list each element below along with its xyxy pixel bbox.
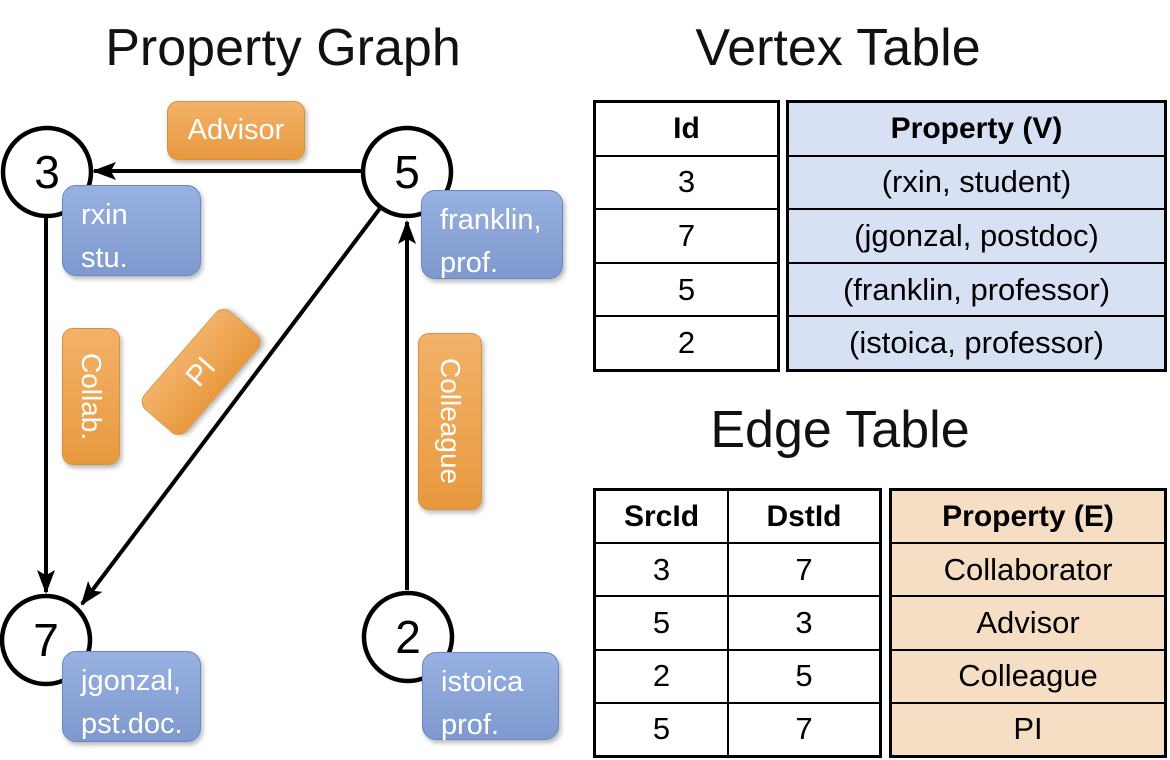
- graph-title: Property Graph: [105, 19, 461, 77]
- vertex-table-header-property: Property (V): [890, 111, 1063, 145]
- node-label-5-line2: prof.: [440, 247, 499, 279]
- node-label-5: franklin, prof.: [421, 190, 563, 279]
- edge-table-row: 3 7: [596, 542, 879, 596]
- vertex-id-5: 5: [394, 146, 420, 198]
- edge-table-header-srcid: SrcId: [596, 491, 729, 543]
- edge-table-row: 5 3: [596, 595, 879, 649]
- edge-label-advisor: Advisor: [167, 101, 305, 160]
- edge-pi-5-to-7: [80, 205, 383, 606]
- node-label-2: istoica prof.: [422, 652, 559, 741]
- vertex-id-2: 2: [395, 611, 421, 663]
- node-label-7-line1: jgonzal,: [81, 665, 181, 697]
- vertex-table-id-column: Id 3 7 5 2: [593, 100, 780, 372]
- edge-table-srcid-cell: 5: [596, 703, 729, 756]
- vertex-id-3: 3: [34, 146, 60, 198]
- edge-table-dstid-cell: 7: [795, 551, 813, 587]
- edge-table-ids-columns: SrcId DstId 3 7 5 3 2 5 5 7: [593, 488, 882, 758]
- edge-table-srcid-cell: 5: [596, 597, 729, 649]
- node-label-3-line1: rxin: [81, 199, 128, 231]
- edge-table-property-cell: Colleague: [892, 648, 1164, 702]
- edge-table-title: Edge Table: [710, 401, 970, 459]
- vertex-table-property-cell: (istoica, professor): [789, 315, 1164, 369]
- edge-table-header-property: Property (E): [942, 499, 1114, 533]
- edge-label-colleague: Colleague: [418, 333, 482, 510]
- node-label-7: jgonzal, pst.doc.: [62, 651, 201, 742]
- node-label-3-line2: stu.: [81, 242, 128, 274]
- edge-table-row: 2 5: [596, 648, 879, 702]
- vertex-table-property-cell: (jgonzal, postdoc): [789, 208, 1164, 262]
- vertex-id-7: 7: [33, 614, 59, 666]
- vertex-table-id-cell: 7: [596, 208, 777, 262]
- vertex-table-id-cell: 3: [596, 154, 777, 209]
- vertex-table-header-id: Id: [673, 111, 700, 145]
- edge-table-row: 5 7: [596, 701, 879, 756]
- edge-table-property-column: Property (E) Collaborator Advisor Collea…: [889, 488, 1167, 758]
- node-label-2-line2: prof.: [441, 709, 500, 741]
- node-label-3: rxin stu.: [62, 185, 201, 276]
- edge-table-srcid-cell: 2: [596, 650, 729, 702]
- vertex-table-id-cell: 2: [596, 315, 777, 369]
- vertex-table-title: Vertex Table: [695, 19, 981, 77]
- edge-table-dstid-cell: 5: [795, 658, 813, 694]
- edge-table-dstid-cell: 3: [795, 605, 813, 640]
- node-label-5-line1: franklin,: [440, 204, 542, 236]
- edge-table-property-cell: Collaborator: [892, 542, 1164, 595]
- edge-table-property-cell: PI: [892, 701, 1164, 755]
- vertex-table-property-column: Property (V) (rxin, student) (jgonzal, p…: [786, 100, 1167, 372]
- vertex-table-id-cell: 5: [596, 261, 777, 316]
- edge-table-dstid-cell: 7: [795, 711, 813, 747]
- node-label-2-line1: istoica: [441, 666, 524, 698]
- node-label-7-line2: pst.doc.: [81, 708, 183, 740]
- edge-label-collab: Collab.: [62, 328, 120, 465]
- edge-table-header-dstid: DstId: [766, 499, 842, 533]
- vertex-table-property-cell: (rxin, student): [789, 154, 1164, 209]
- vertex-table-property-cell: (franklin, professor): [789, 261, 1164, 316]
- edge-table-header-row: SrcId DstId: [596, 491, 879, 543]
- edge-table-srcid-cell: 3: [596, 544, 729, 596]
- edge-table-property-cell: Advisor: [892, 595, 1164, 648]
